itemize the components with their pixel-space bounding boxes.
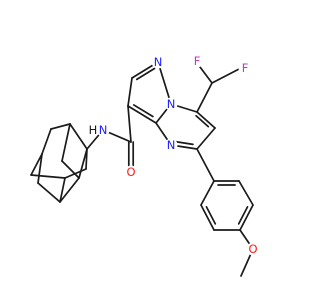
atom-N-bridgehead-background — [164, 97, 178, 111]
bond-phenyl-inner-2 — [237, 206, 249, 225]
bond-phenyl-2 — [239, 204, 254, 231]
atom-N-amide-background — [96, 123, 110, 137]
bond-adamantane-13 — [61, 160, 80, 179]
bond-adamantane-0 — [69, 123, 88, 150]
atom-N-amide: N — [99, 123, 108, 137]
atom-O-methoxy-background — [246, 242, 260, 256]
bond-phenyl-5 — [200, 180, 215, 206]
bond-phenyl-4 — [200, 204, 215, 231]
bond-cp2-c3a-inner — [132, 104, 154, 118]
atom-O-methoxy: O — [248, 242, 257, 256]
bond-c6-c7-inner — [195, 114, 210, 128]
atom-N-pyrimidine-background — [164, 138, 178, 152]
atom-O-carbonyl: O — [126, 165, 135, 179]
atom-F-right: F — [242, 61, 249, 75]
bond-adamantane-11 — [59, 177, 66, 203]
bond-adamantane-9 — [30, 174, 66, 179]
bond-cf-f2 — [211, 67, 242, 84]
atom-H-amide-background — [86, 123, 100, 137]
bond-cp2-c3a — [127, 105, 157, 124]
bond-c6-c7 — [196, 111, 216, 129]
atom-N-pyrazole-background — [151, 55, 165, 69]
atom-F-right-background — [238, 61, 252, 75]
bond-adamantane-10 — [30, 153, 43, 176]
bond-c5-ph — [196, 148, 215, 182]
atom-F-upper: F — [194, 54, 201, 68]
bond-adamantane-6 — [78, 148, 88, 179]
bond-adamantane-7 — [85, 148, 88, 170]
bond-cf-c7 — [196, 82, 213, 113]
bond-adamantane-12 — [61, 123, 71, 162]
bond-phenyl-inner-4 — [205, 206, 217, 225]
bond-adamantane-1 — [50, 123, 71, 130]
bond-n4-c5-inner — [174, 140, 194, 146]
atom-F-upper-background — [190, 54, 204, 68]
bond-adamantane-2 — [41, 128, 52, 155]
atom-H-amide: H — [89, 123, 98, 137]
bond-c5-c6 — [196, 127, 216, 150]
bond-phenyl-1 — [238, 180, 254, 206]
atom-N-bridgehead: N — [167, 97, 176, 111]
atom-O-carbonyl-background — [124, 165, 138, 179]
bond-nb-np — [157, 61, 172, 105]
bond-adamantane-4 — [37, 182, 61, 203]
atom-N-pyrazole: N — [154, 55, 163, 69]
bond-adamantane-3 — [37, 153, 43, 184]
bond-cp2-cam — [127, 105, 132, 143]
bond-np-cp1-inner — [135, 67, 156, 81]
bond-adamantane-5 — [59, 177, 80, 203]
atom-N-pyrimidine: N — [167, 138, 176, 152]
bond-cp1-cp2 — [127, 77, 133, 107]
